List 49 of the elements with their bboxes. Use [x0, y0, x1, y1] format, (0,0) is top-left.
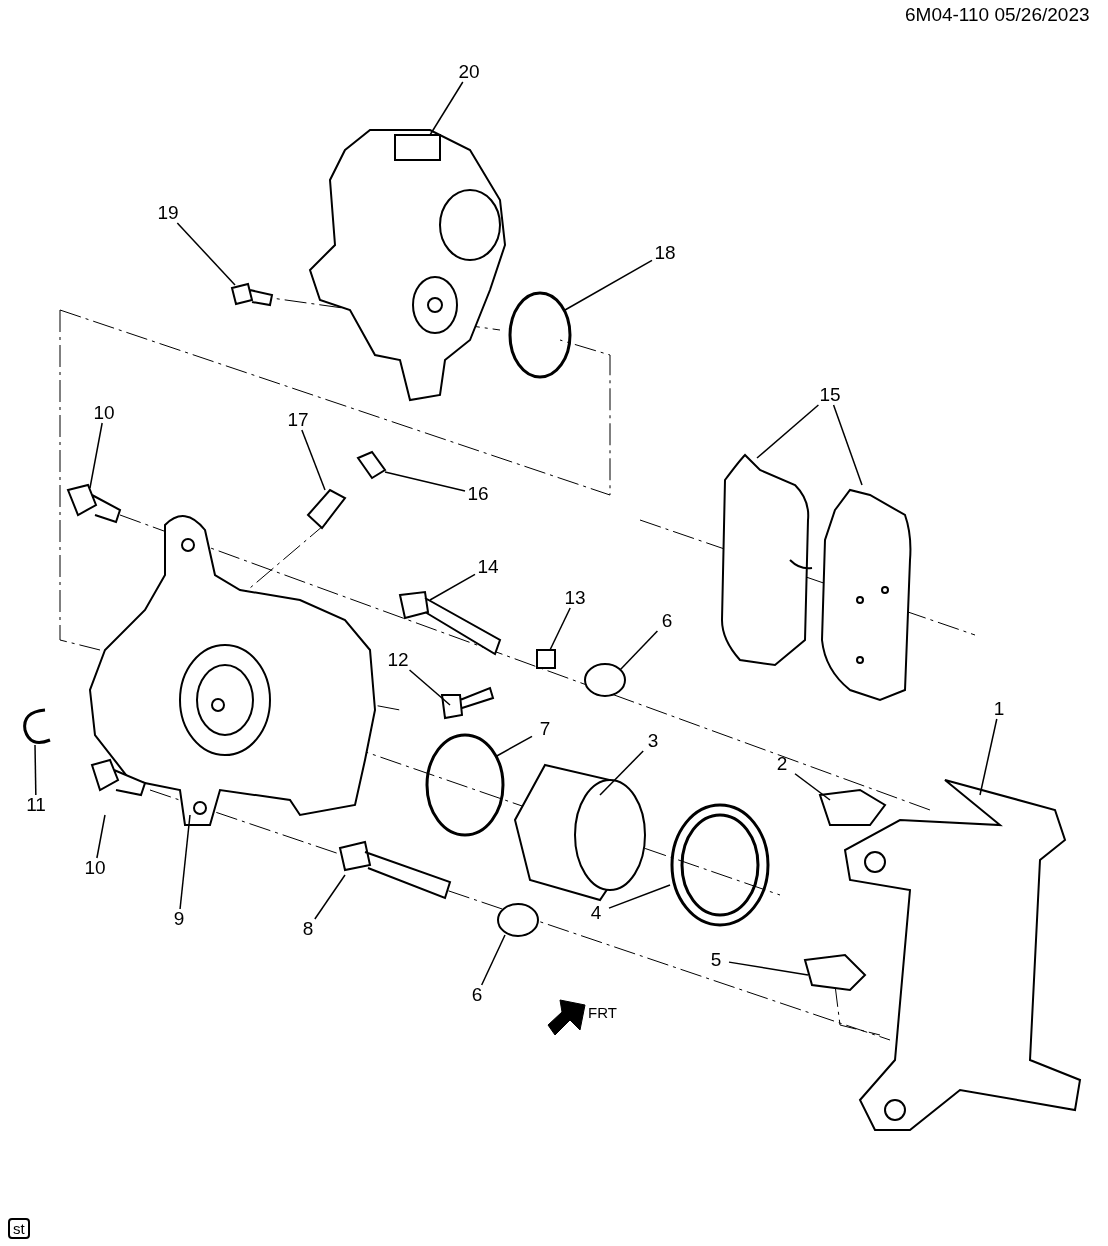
leader-line: [480, 934, 506, 986]
callout-number: 11: [23, 795, 49, 815]
leader-line: [96, 814, 106, 859]
callout-number: 9: [166, 909, 192, 929]
callout-number: 5: [703, 950, 729, 970]
callout-number: 6: [464, 985, 490, 1005]
callout-number: 20: [456, 62, 482, 82]
leader-line: [314, 874, 346, 920]
callout-number: 1: [986, 699, 1012, 719]
leader-line: [619, 630, 659, 671]
leader-line: [549, 607, 571, 651]
leader-line: [794, 773, 831, 801]
leader-line: [384, 471, 466, 492]
callout-number: 18: [652, 243, 678, 263]
leader-line: [179, 814, 191, 910]
leader-line: [89, 422, 103, 489]
leader-line: [408, 669, 451, 706]
leader-line: [564, 259, 653, 311]
direction-label: FRT: [588, 1004, 617, 1021]
callout-number: 7: [532, 719, 558, 739]
leader-line: [176, 222, 236, 286]
callout-number: 6: [654, 611, 680, 631]
callout-number: 8: [295, 919, 321, 939]
leader-line: [301, 429, 326, 491]
leader-line: [728, 961, 809, 976]
callout-number: 2: [769, 754, 795, 774]
callout-number: 12: [385, 650, 411, 670]
callout-number: 16: [465, 484, 491, 504]
leader-line: [599, 750, 644, 796]
callout-number: 15: [817, 385, 843, 405]
callout-number: 4: [583, 903, 609, 923]
leader-line: [34, 744, 37, 796]
leader-line: [756, 404, 820, 459]
callout-number: 3: [640, 731, 666, 751]
callout-number: 13: [562, 588, 588, 608]
leader-line: [832, 404, 863, 486]
drawing-number: 6M04-110 05/26/2023: [905, 4, 1090, 26]
callout-number: 17: [285, 410, 311, 430]
callout-number: 19: [155, 203, 181, 223]
callout-number: 10: [91, 403, 117, 423]
symbol-label: st: [8, 1218, 30, 1239]
brake-caliper-exploded-drawing: [23, 129, 1082, 1131]
leader-line: [494, 735, 533, 758]
leader-line: [429, 81, 464, 136]
leader-line: [979, 718, 998, 796]
callout-number: 14: [475, 557, 501, 577]
callout-number: 10: [82, 858, 108, 878]
leader-line: [429, 573, 476, 601]
leader-line: [608, 884, 671, 909]
